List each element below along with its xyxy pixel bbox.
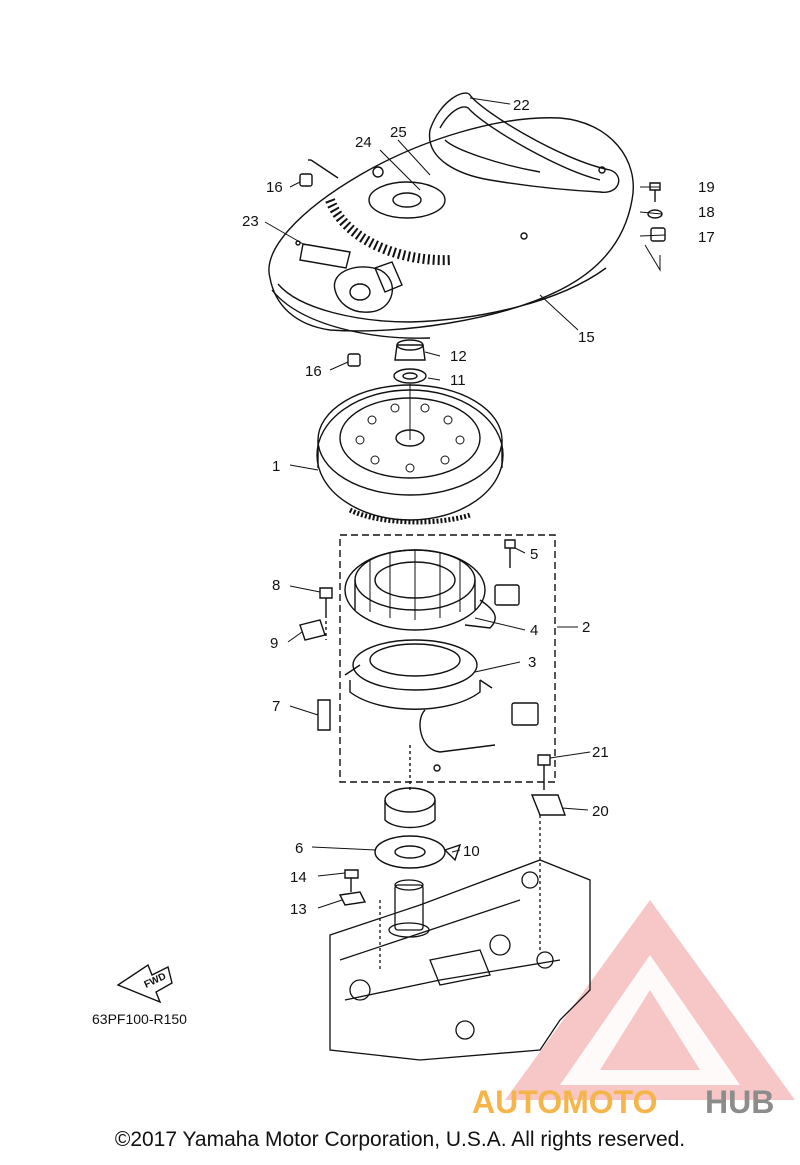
callout-17: 17 — [698, 229, 715, 246]
callout-9: 9 — [270, 635, 278, 652]
diagram-code: 63PF100-R150 — [92, 1011, 187, 1027]
callout-18: 18 — [698, 204, 715, 221]
callout-23: 23 — [242, 213, 259, 230]
callout-16b: 16 — [305, 363, 322, 380]
fwd-arrow-icon — [116, 963, 173, 1004]
callout-2: 2 — [582, 619, 590, 636]
pulser-parts — [338, 745, 566, 906]
callout-5: 5 — [530, 546, 538, 563]
callout-24: 24 — [355, 134, 372, 151]
callout-15: 15 — [578, 329, 595, 346]
callout-12: 12 — [450, 348, 467, 365]
callout-10: 10 — [463, 843, 480, 860]
bracket-parts — [299, 587, 333, 731]
callout-16a: 16 — [266, 179, 283, 196]
callout-3: 3 — [528, 654, 536, 671]
callout-19: 19 — [698, 179, 715, 196]
washer-nut — [393, 339, 427, 440]
callout-22: 22 — [513, 97, 530, 114]
callout-4: 4 — [530, 622, 538, 639]
callout-14: 14 — [290, 869, 307, 886]
flywheel — [316, 384, 504, 525]
callout-13: 13 — [290, 901, 307, 918]
callout-8: 8 — [272, 577, 280, 594]
watermark-logo — [505, 900, 795, 1100]
callout-6: 6 — [295, 840, 303, 857]
callout-20: 20 — [592, 803, 609, 820]
engine-block — [329, 815, 591, 1061]
callout-7: 7 — [272, 698, 280, 715]
watermark-text-right: HUB — [705, 1084, 774, 1120]
callout-11: 11 — [450, 372, 466, 389]
watermark-text-left: AUTOMOTO — [472, 1084, 657, 1120]
callout-labels: 1 2 3 4 5 6 7 8 9 10 11 12 13 14 15 16 1… — [242, 97, 715, 918]
leader-lines — [264, 97, 666, 909]
copyright-notice: ©2017 Yamaha Motor Corporation, U.S.A. A… — [114, 1128, 686, 1151]
callout-1: 1 — [272, 458, 280, 475]
callout-25: 25 — [390, 124, 407, 141]
stator-assembly — [339, 534, 556, 783]
flywheel-cover — [268, 92, 634, 339]
callout-21: 21 — [592, 744, 609, 761]
small-fasteners — [299, 159, 666, 367]
